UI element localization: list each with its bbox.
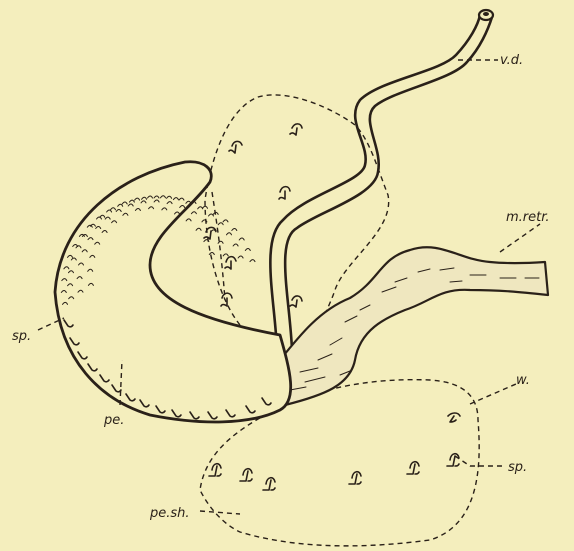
penis-spine (232, 229, 237, 231)
retractor-muscle (280, 247, 548, 405)
penis-spine (209, 253, 214, 255)
label-wart: w. (516, 373, 530, 388)
label-spines-left: sp. (12, 329, 31, 344)
label-penis-sheath: pe.sh. (149, 506, 190, 521)
penis-spine (223, 254, 228, 256)
vas-deferens-lumen (483, 12, 489, 16)
penis-spine (239, 238, 244, 240)
penis-spine (245, 249, 250, 251)
penis-spine (191, 212, 196, 214)
penis-spine (203, 206, 208, 208)
label-retractor-muscle: m.retr. (506, 210, 550, 225)
leader-mretr (500, 224, 540, 252)
leader-pesh (200, 511, 240, 514)
lower-sheath-spines (209, 413, 460, 490)
penis-spine (250, 260, 255, 262)
penis-spine (218, 223, 223, 225)
penis-spine (238, 256, 243, 258)
penis-body (55, 162, 291, 422)
label-vas-deferens: v.d. (500, 53, 523, 68)
penis-spine (223, 220, 228, 222)
penis-spine (233, 244, 238, 246)
penis-spine (227, 233, 232, 235)
penis-spine (196, 228, 201, 230)
label-spines-right: sp. (508, 460, 527, 475)
label-penis: pe. (103, 413, 124, 428)
penis-spine (218, 241, 223, 243)
penis-spine (198, 207, 203, 209)
penis-spine (186, 219, 191, 221)
leader-w (470, 384, 516, 404)
